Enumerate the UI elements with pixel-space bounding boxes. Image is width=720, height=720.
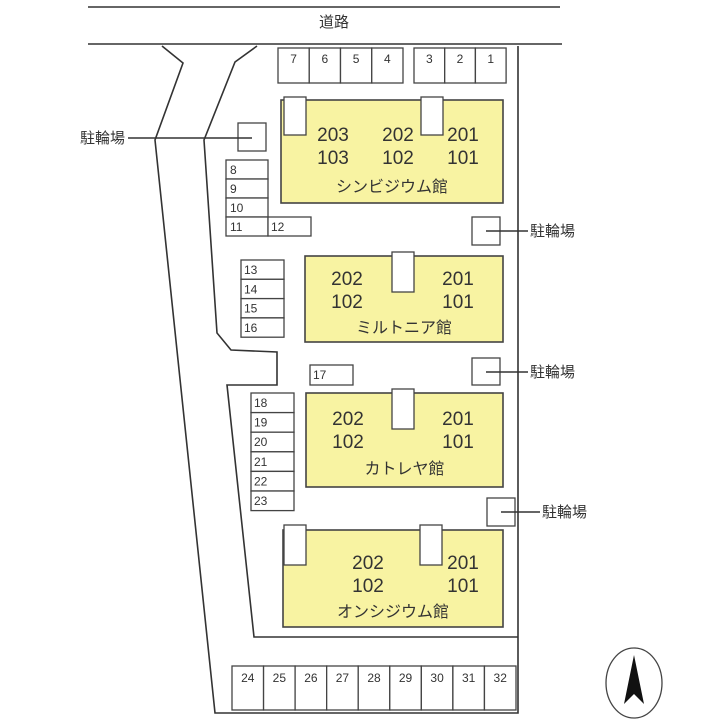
site-boundary-inner: [203, 45, 518, 638]
road-label: 道路: [319, 13, 349, 31]
unit-number: 102: [331, 292, 363, 313]
parking-space-number: 29: [399, 671, 413, 685]
building-name: シンビジウム館: [336, 177, 448, 196]
parking-space-number: 23: [254, 494, 268, 508]
unit-number: 102: [352, 576, 384, 597]
unit-number: 202: [352, 553, 384, 574]
bicycle-parking-label: 駐輪場: [80, 129, 125, 147]
parking-space-number: 20: [254, 435, 268, 449]
unit-number: 201: [447, 553, 479, 574]
parking-space: [262, 665, 296, 711]
parking-space-number: 3: [426, 52, 433, 66]
parking-space-number: 12: [271, 220, 285, 234]
parking-space-number: 5: [353, 52, 360, 66]
unit-number: 101: [447, 576, 479, 597]
parking-space: [277, 47, 310, 84]
parking-space-number: 17: [313, 368, 327, 382]
parking-space-number: 24: [241, 671, 255, 685]
bicycle-parking: [237, 122, 267, 152]
parking-space: [389, 665, 422, 711]
unit-number: 202: [331, 269, 363, 290]
building-name: オンシジウム館: [337, 602, 449, 621]
unit-number: 202: [382, 125, 414, 146]
parking-space-number: 28: [367, 671, 381, 685]
parking-space-number: 9: [230, 182, 237, 196]
parking-space-number: 25: [273, 671, 287, 685]
parking-space: [294, 665, 328, 711]
parking-space-number: 4: [384, 52, 391, 66]
parking-space-number: 30: [430, 671, 444, 685]
parking-space: [231, 665, 265, 711]
entrance: [283, 524, 307, 566]
parking-space-number: 26: [304, 671, 318, 685]
building-outline: [280, 99, 504, 204]
parking-space: [474, 47, 507, 84]
parking-space: [240, 317, 285, 338]
parking-space-number: 27: [336, 671, 350, 685]
parking-space: [483, 665, 517, 711]
bicycle-parking-label: 駐輪場: [530, 363, 575, 381]
north-arrow-icon: [605, 647, 663, 719]
entrance: [391, 388, 415, 430]
unit-number: 101: [442, 432, 474, 453]
unit-number: 101: [447, 148, 479, 169]
building-name: ミルトニア館: [356, 318, 452, 337]
parking-space-number: 6: [322, 52, 329, 66]
entrance: [420, 96, 444, 136]
building-name: カトレヤ館: [364, 459, 444, 478]
unit-number: 201: [442, 269, 474, 290]
parking-space: [250, 490, 295, 512]
parking-space-number: 22: [254, 474, 268, 488]
entrance: [419, 524, 443, 566]
unit-number: 201: [447, 125, 479, 146]
parking-space-number: 7: [290, 52, 297, 66]
parking-space: [371, 47, 404, 84]
parking-space: [339, 47, 373, 84]
parking-space-number: 8: [230, 163, 237, 177]
parking-space-number: 11: [230, 220, 243, 234]
parking-space-number: 21: [254, 455, 268, 469]
parking-space: [308, 47, 342, 84]
parking-space-number: 16: [244, 321, 258, 335]
building-outline: [282, 529, 504, 628]
unit-number: 102: [382, 148, 414, 169]
unit-number: 101: [442, 292, 474, 313]
parking-space: [309, 364, 354, 386]
entrance: [391, 251, 415, 293]
parking-space-number: 1: [487, 52, 494, 66]
unit-number: 202: [332, 409, 364, 430]
parking-space-number: 13: [244, 263, 258, 277]
entrance: [283, 96, 307, 136]
parking-space: [444, 47, 477, 84]
parking-space: [452, 665, 486, 711]
parking-space-number: 31: [462, 671, 476, 685]
parking-space-number: 14: [244, 282, 258, 296]
parking-space-number: 2: [457, 52, 464, 66]
site-boundary-outer: [154, 45, 519, 714]
unit-number: 203: [317, 125, 349, 146]
parking-space-number: 32: [494, 671, 508, 685]
bicycle-parking-label: 駐輪場: [542, 503, 587, 521]
parking-space-number: 19: [254, 416, 268, 430]
bicycle-parking-label: 駐輪場: [530, 222, 575, 240]
unit-number: 103: [317, 148, 349, 169]
unit-number: 102: [332, 432, 364, 453]
unit-number: 201: [442, 409, 474, 430]
parking-space-number: 18: [254, 396, 268, 410]
parking-space-number: 15: [244, 302, 258, 316]
parking-space: [267, 216, 312, 237]
parking-space-number: 10: [230, 201, 244, 215]
parking-space: [326, 665, 359, 711]
